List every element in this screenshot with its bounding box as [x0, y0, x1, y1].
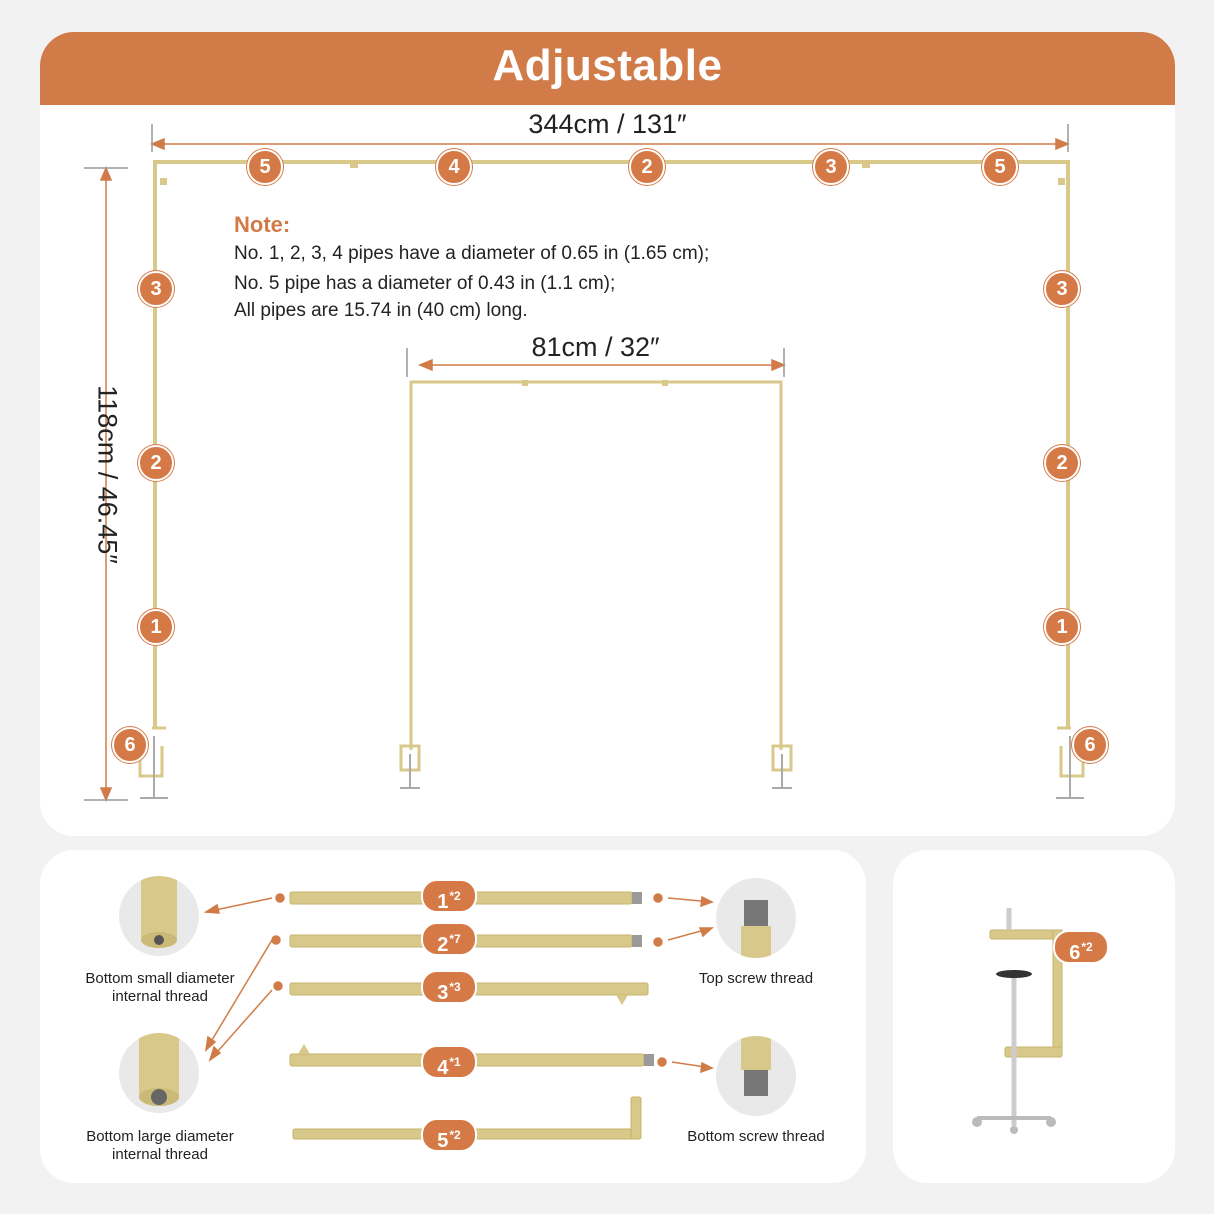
pipe-badge: 5 [982, 149, 1018, 185]
inner-width-label: 81cm / 32″ [531, 332, 660, 362]
parts-list-panel: Bottom small diameter internal thread Bo… [40, 850, 866, 1183]
part-pill-3: 3*3 [421, 970, 477, 1004]
part-pill-2: 2*7 [421, 922, 477, 956]
pipe-badge: 5 [247, 149, 283, 185]
caption-bottom-large-thread: Bottom large diameter internal thread [86, 1128, 234, 1163]
top-screw-thread-image [716, 878, 796, 958]
note-title: Note: [234, 212, 291, 237]
pipe-badge: 2 [1044, 445, 1080, 481]
clamp-badge: 6 [1072, 727, 1108, 763]
caption-top-screw-thread: Top screw thread [698, 970, 814, 987]
caption-bottom-screw-thread: Bottom screw thread [687, 1128, 825, 1145]
part-pill-1: 1*2 [421, 879, 477, 913]
pipe-badge: 4 [436, 149, 472, 185]
height-label: 118cm / 46.45″ [92, 385, 123, 564]
clamp-drawing [972, 908, 1063, 1134]
outer-width-label: 344cm / 131″ [528, 109, 687, 139]
large-internal-thread-image [119, 1033, 199, 1113]
frame-diagram-panel: Adjustable [40, 32, 1175, 836]
small-internal-thread-image [119, 876, 199, 956]
pipe-badge: 3 [813, 149, 849, 185]
part-pill-4: 4*1 [421, 1045, 477, 1079]
pipe-badge: 2 [138, 445, 174, 481]
part-pill-5: 5*2 [421, 1118, 477, 1152]
note-line: All pipes are 15.74 in (40 cm) long. [234, 300, 528, 321]
note-line: No. 1, 2, 3, 4 pipes have a diameter of … [234, 243, 710, 264]
pipe-badge: 1 [1044, 609, 1080, 645]
pipe-badge: 3 [1044, 271, 1080, 307]
clamp-panel: 6*2 [893, 850, 1175, 1183]
title-banner: Adjustable [40, 32, 1175, 105]
clamp-pill: 6*2 [1053, 930, 1109, 964]
pipe-badge: 3 [138, 271, 174, 307]
pipe-badge: 2 [629, 149, 665, 185]
clamp-badge: 6 [112, 727, 148, 763]
caption-bottom-small-thread: Bottom small diameter internal thread [85, 970, 235, 1005]
pipe-badge: 1 [138, 609, 174, 645]
note-line: No. 5 pipe has a diameter of 0.43 in (1.… [234, 273, 616, 294]
bottom-screw-thread-image [716, 1036, 796, 1116]
